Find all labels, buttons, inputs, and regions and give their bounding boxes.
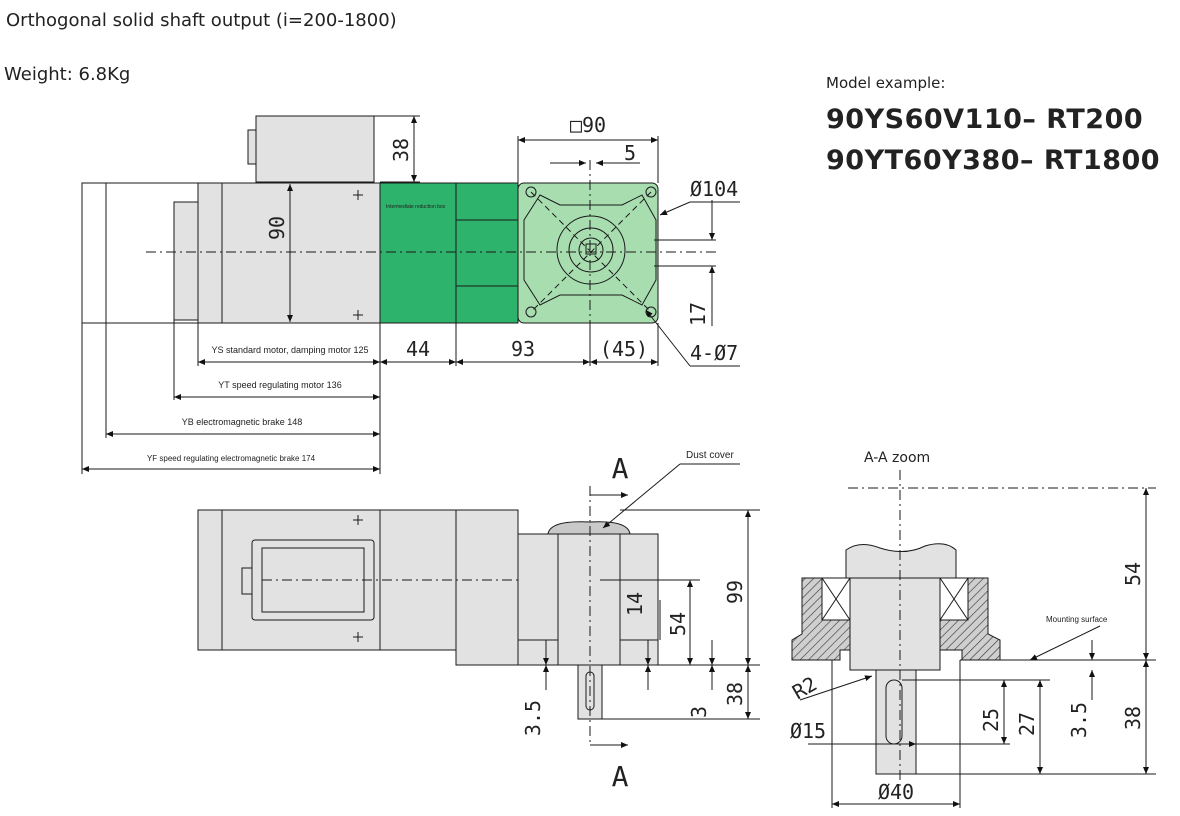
- dim-frame: 90: [265, 216, 289, 240]
- dim-base: 38: [723, 682, 747, 706]
- dim-section-height: 54: [1121, 562, 1145, 586]
- shaft-section: [849, 577, 941, 671]
- model-caption: Model example:: [826, 74, 946, 92]
- dim-key-from: 27: [1015, 712, 1039, 736]
- reducer-body: [455, 182, 519, 324]
- motor-length-yt: YT speed regulating motor 136: [218, 380, 341, 390]
- dim-holes: 4-Ø7: [690, 341, 738, 365]
- page-title: Orthogonal solid shaft output (i=200-180…: [6, 10, 397, 31]
- dim-section-step: 3.5: [1067, 702, 1091, 738]
- dim-spigot: Ø40: [878, 780, 914, 804]
- gearbox-label: Intermediate reduction box: [386, 204, 446, 210]
- dust-cover-shape: [547, 521, 631, 535]
- dim-key: 14: [623, 592, 647, 616]
- terminal-box: [255, 115, 375, 183]
- mounting-surface-label: Mounting surface: [1046, 615, 1108, 624]
- motor-length-yb: YB electromagnetic brake 148: [182, 417, 303, 427]
- section-aa-view: [791, 470, 1156, 808]
- motor-length-ys: YS standard motor, damping motor 125: [211, 345, 368, 355]
- dim-flange-square: □90: [570, 113, 606, 137]
- dim-height: 99: [723, 580, 747, 604]
- dim-pcd: Ø104: [690, 177, 738, 201]
- dim-motor-height: 38: [389, 138, 413, 162]
- top-view: [81, 115, 740, 474]
- dust-cover-label: Dust cover: [686, 450, 734, 461]
- motor-side: [221, 509, 381, 651]
- dim-shaft-len: 38: [1121, 706, 1145, 730]
- reducer-side: [455, 509, 519, 666]
- section-title: A-A zoom: [864, 450, 930, 466]
- dim-gear-len: 93: [511, 337, 535, 361]
- dim-center: 54: [666, 612, 690, 636]
- dim-shaft-dia: Ø15: [790, 719, 826, 743]
- output-flange: [517, 182, 659, 324]
- dim-step: 3: [687, 706, 711, 718]
- dim-radius: R2: [788, 672, 821, 705]
- intermediate-gearbox: [379, 182, 457, 324]
- section-mark-top: A: [612, 452, 629, 485]
- flange-side: [517, 533, 659, 666]
- motor-body: [221, 182, 381, 324]
- section-mark-bottom: A: [612, 760, 629, 793]
- dim-shaft-offset: 17: [686, 302, 710, 326]
- motor-length-yf: YF speed regulating electromagnetic brak…: [147, 454, 316, 463]
- model-example-1: 90YS60V110– RT200: [826, 104, 1144, 135]
- dim-key-offset: 5: [624, 141, 636, 165]
- model-example-2: 90YT60Y380– RT1800: [826, 145, 1161, 176]
- dim-flange-len: (45): [600, 337, 648, 361]
- weight-label: Weight: 6.8Kg: [4, 64, 131, 85]
- dim-box-len: 44: [406, 337, 430, 361]
- side-view: [197, 463, 760, 748]
- dim-key-depth: 3.5: [521, 700, 545, 736]
- dim-key-len: 25: [979, 708, 1003, 732]
